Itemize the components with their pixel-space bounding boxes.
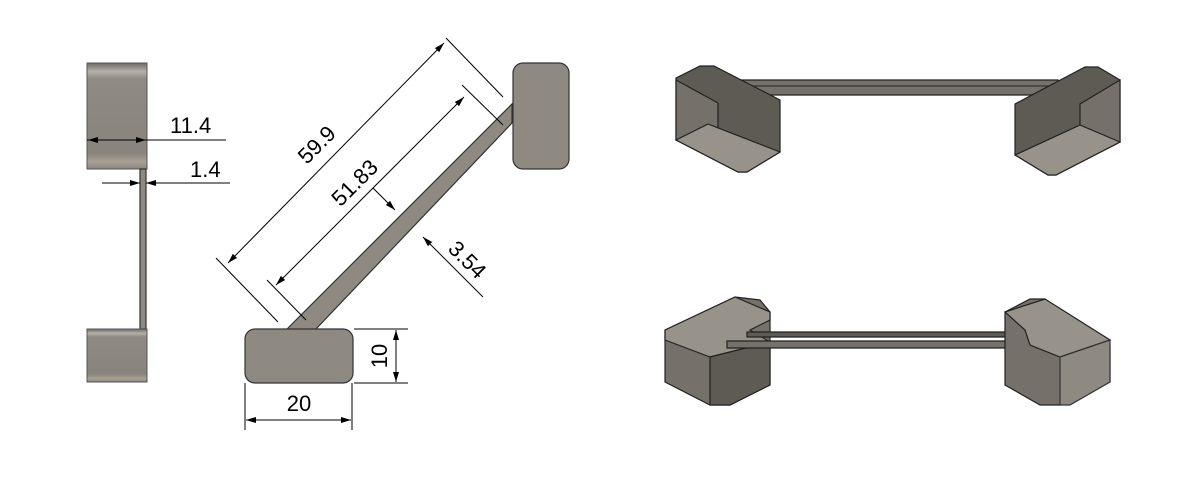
- iso-bar: [735, 79, 1059, 96]
- dim-label-width: 11.4: [170, 113, 211, 138]
- dim-label-bar-width: 3.54: [443, 236, 491, 284]
- dim-line-bar-width: [372, 187, 396, 211]
- isometric-view-top: [674, 65, 1122, 176]
- side-top-block: [86, 62, 148, 170]
- side-thin-bar: [139, 168, 147, 330]
- isometric-view-bottom: [664, 296, 1112, 406]
- dim-line-overall-length: [227, 42, 445, 264]
- bottom-pad: [244, 328, 354, 384]
- top-pad: [512, 62, 570, 170]
- side-view: 11.4 1.4: [86, 62, 230, 383]
- dim-label-thickness: 1.4: [190, 157, 221, 182]
- dim-label-pad-height: 10: [367, 344, 392, 368]
- iso2-bar: [726, 340, 1049, 349]
- dim-line-bar-length: [275, 96, 465, 286]
- dim-label-pad-width: 20: [287, 391, 311, 416]
- dim-label-overall-length: 59.9: [293, 121, 341, 169]
- side-bottom-block: [86, 328, 148, 383]
- top-view: 59.9 51.83 3.54 10 20: [215, 37, 570, 430]
- dim-label-bar-length: 51.83: [326, 154, 383, 211]
